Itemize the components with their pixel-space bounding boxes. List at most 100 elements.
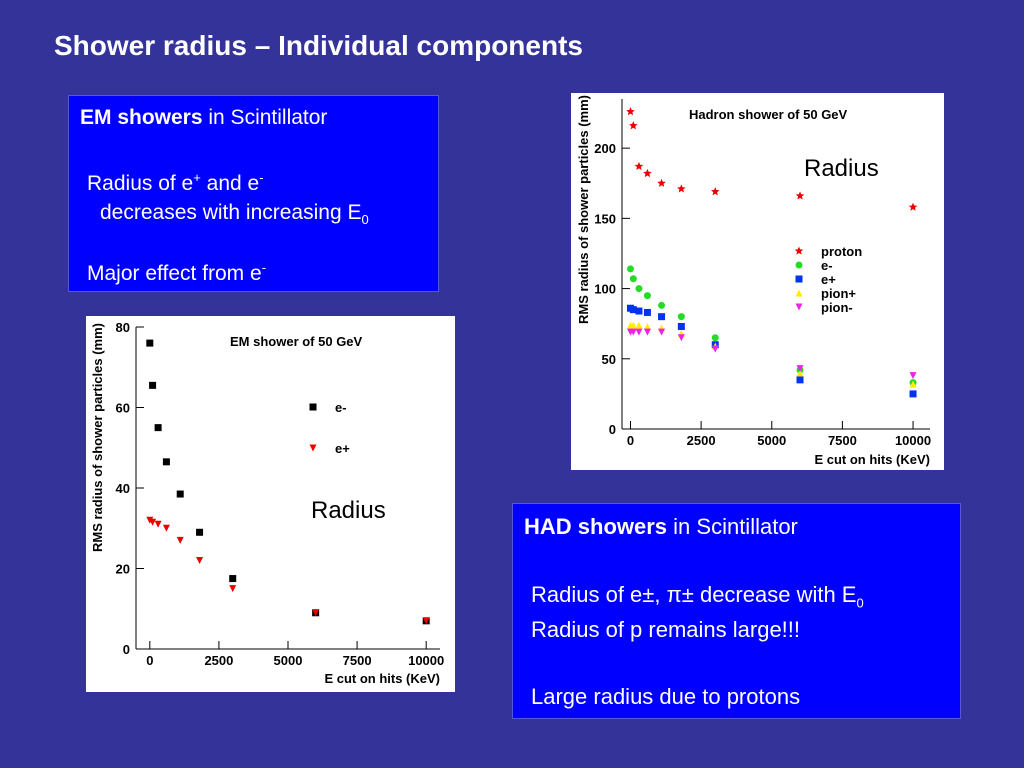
data-point (677, 334, 685, 342)
x-axis-label: E cut on hits (KeV) (324, 671, 440, 686)
legend-label: e- (335, 400, 347, 415)
y-tick-label: 0 (609, 422, 616, 437)
em-line2-sub: 0 (361, 212, 369, 228)
legend-label: pion+ (821, 286, 856, 301)
data-point (677, 322, 685, 330)
had-showers-box: HAD showers in Scintillator Radius of e±… (512, 503, 961, 719)
had-line1-sub: 0 (856, 595, 864, 611)
data-point (312, 609, 320, 617)
had-box-heading-bold: HAD showers (524, 514, 668, 539)
x-tick-label: 5000 (274, 653, 303, 668)
data-point (146, 339, 154, 347)
em-line1-text-b: and e (200, 172, 260, 195)
data-point (635, 285, 643, 293)
em-line3-sup: - (261, 260, 267, 275)
data-point (154, 424, 162, 432)
em-box-heading: EM showers in Scintillator (80, 106, 327, 130)
data-point (796, 365, 804, 373)
radius-annotation: Radius (311, 497, 386, 524)
x-axis-label: E cut on hits (KeV) (814, 452, 930, 467)
slide-title: Shower radius – Individual components (54, 30, 583, 61)
data-point (154, 520, 162, 528)
data-point (658, 328, 666, 336)
data-point (196, 556, 204, 564)
data-point (658, 301, 666, 309)
had-box-line-3: Large radius due to protons (531, 684, 801, 709)
em-box-line-3: Major effect from e- (87, 260, 266, 286)
data-point (635, 321, 643, 329)
data-point (149, 381, 157, 389)
em-line1-sup-plus: + (193, 170, 201, 185)
y-tick-label: 60 (116, 401, 130, 416)
data-point (162, 524, 170, 532)
data-point (643, 168, 652, 178)
x-tick-label: 7500 (828, 433, 857, 448)
had-box-heading-rest: in Scintillator (667, 514, 798, 539)
data-point (629, 306, 637, 314)
y-tick-label: 40 (116, 481, 130, 496)
legend-marker (795, 275, 803, 283)
legend-label: e+ (821, 272, 836, 287)
legend-label: proton (821, 244, 862, 259)
x-tick-label: 0 (146, 653, 153, 668)
legend-marker (309, 444, 317, 452)
em-box-line-2: decreases with increasing E0 (100, 201, 369, 227)
data-point (711, 334, 719, 342)
data-point (635, 307, 643, 315)
legend-marker (795, 261, 803, 269)
em-box-heading-bold: EM showers (80, 106, 203, 129)
legend-marker (794, 246, 804, 255)
data-point (196, 528, 204, 536)
chart-title: EM shower of 50 GeV (230, 334, 363, 349)
y-tick-label: 200 (594, 141, 616, 156)
data-point (658, 313, 666, 321)
data-point (422, 617, 430, 625)
y-tick-label: 100 (594, 282, 616, 297)
data-point (229, 585, 237, 593)
x-tick-label: 7500 (343, 653, 372, 668)
legend-label: e+ (335, 441, 350, 456)
data-point (643, 328, 651, 336)
em-line1-text-a: Radius of e (87, 172, 194, 195)
legend-label: pion- (821, 300, 853, 315)
data-point (176, 490, 184, 498)
x-tick-label: 2500 (687, 433, 716, 448)
data-point (677, 184, 686, 193)
y-tick-label: 0 (123, 642, 130, 657)
data-point (146, 516, 154, 524)
data-point (643, 292, 651, 300)
data-point (796, 369, 804, 377)
data-point (711, 345, 719, 353)
x-tick-label: 10000 (895, 433, 931, 448)
x-tick-label: 10000 (408, 653, 444, 668)
had-box-line-2: Radius of p remains large!!! (531, 617, 801, 642)
em-line3-text: Major effect from e (87, 262, 262, 285)
data-point (909, 390, 917, 398)
em-line2-text: decreases with increasing E (100, 201, 362, 224)
em-line1-sup-minus: - (259, 170, 264, 185)
em-box-heading-rest: in Scintillator (202, 106, 328, 129)
had-box-line-1: Radius of e±, π± decrease with E0 (531, 582, 864, 610)
legend-marker (795, 303, 803, 311)
data-point (635, 328, 643, 336)
data-point (909, 380, 917, 388)
y-axis-label: RMS radius of shower particles (mm) (576, 95, 591, 324)
data-point (229, 575, 237, 583)
data-point (795, 191, 805, 200)
chart-title: Hadron shower of 50 GeV (689, 107, 848, 122)
x-tick-label: 2500 (204, 653, 233, 668)
data-point (909, 372, 917, 380)
data-point (710, 187, 720, 196)
y-tick-label: 80 (116, 320, 130, 335)
data-point (626, 265, 634, 273)
x-tick-label: 5000 (757, 433, 786, 448)
data-point (629, 321, 637, 329)
y-axis-label: RMS radius of shower particles (mm) (90, 323, 105, 552)
legend-label: e- (821, 258, 833, 273)
data-point (634, 161, 644, 171)
data-point (629, 121, 638, 130)
